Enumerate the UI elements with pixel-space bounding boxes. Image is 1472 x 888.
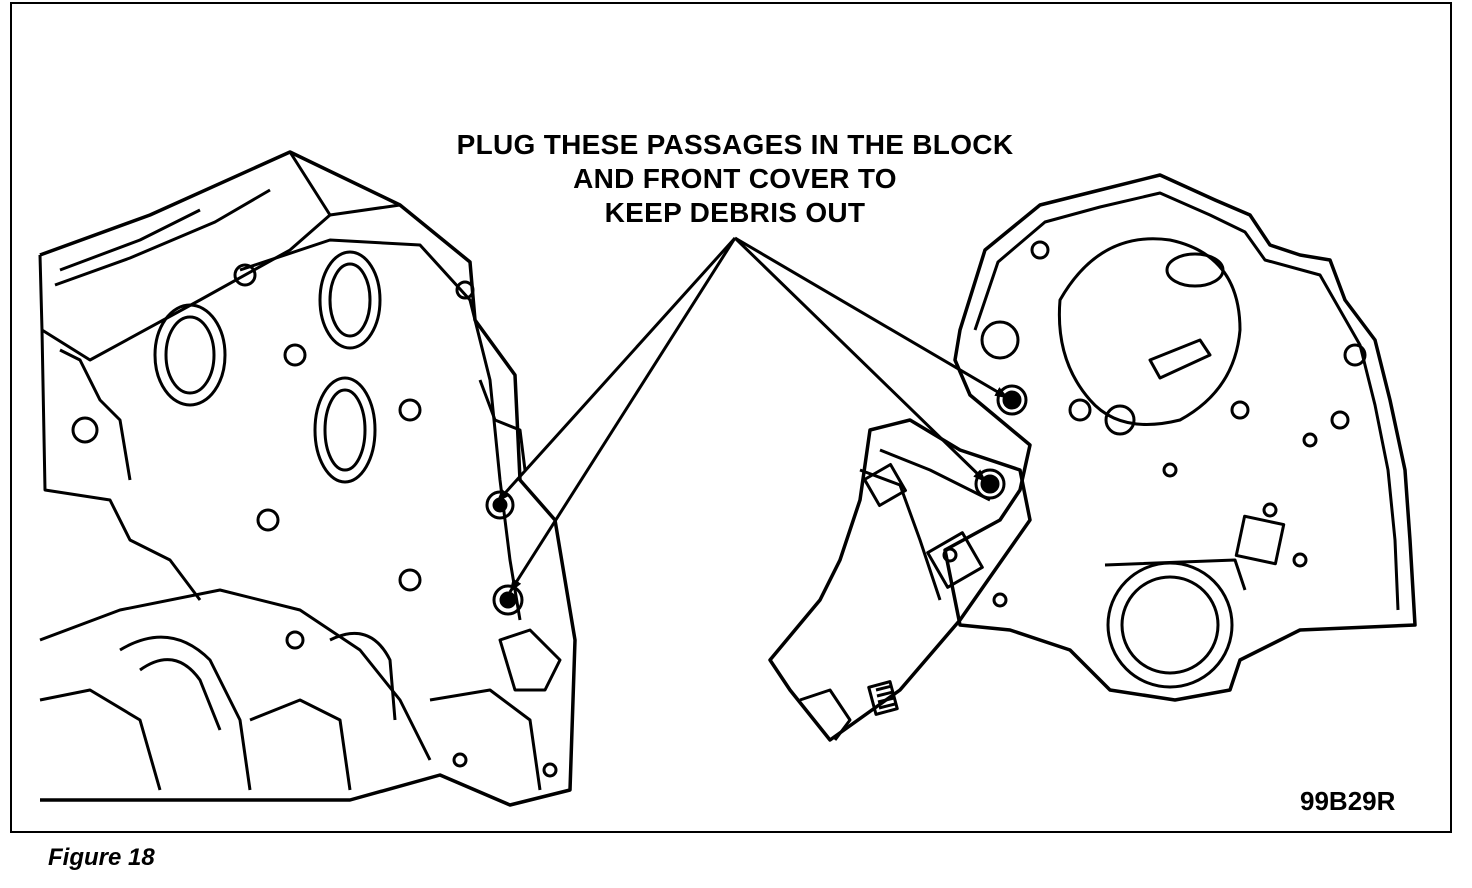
figure-caption: Figure 18 bbox=[48, 844, 155, 871]
figure-code: 99B29R bbox=[1300, 786, 1396, 816]
front-cover-drawing bbox=[768, 173, 1417, 742]
arrow-to-block-passage-upper bbox=[495, 236, 737, 504]
callout-arrows bbox=[495, 236, 1009, 593]
callout-line-1: PLUG THESE PASSAGES IN THE BLOCK bbox=[456, 129, 1014, 160]
arrow-to-block-passage-lower bbox=[508, 237, 737, 593]
arrow-to-cover-passage-upper bbox=[734, 236, 1009, 400]
callout-line-2: AND FRONT COVER TO bbox=[573, 163, 897, 194]
arrow-to-cover-passage-lower bbox=[733, 236, 988, 484]
callout-text: PLUG THESE PASSAGES IN THE BLOCK AND FRO… bbox=[420, 128, 1050, 230]
engine-block-drawing bbox=[38, 150, 577, 807]
callout-line-3: KEEP DEBRIS OUT bbox=[604, 197, 866, 228]
